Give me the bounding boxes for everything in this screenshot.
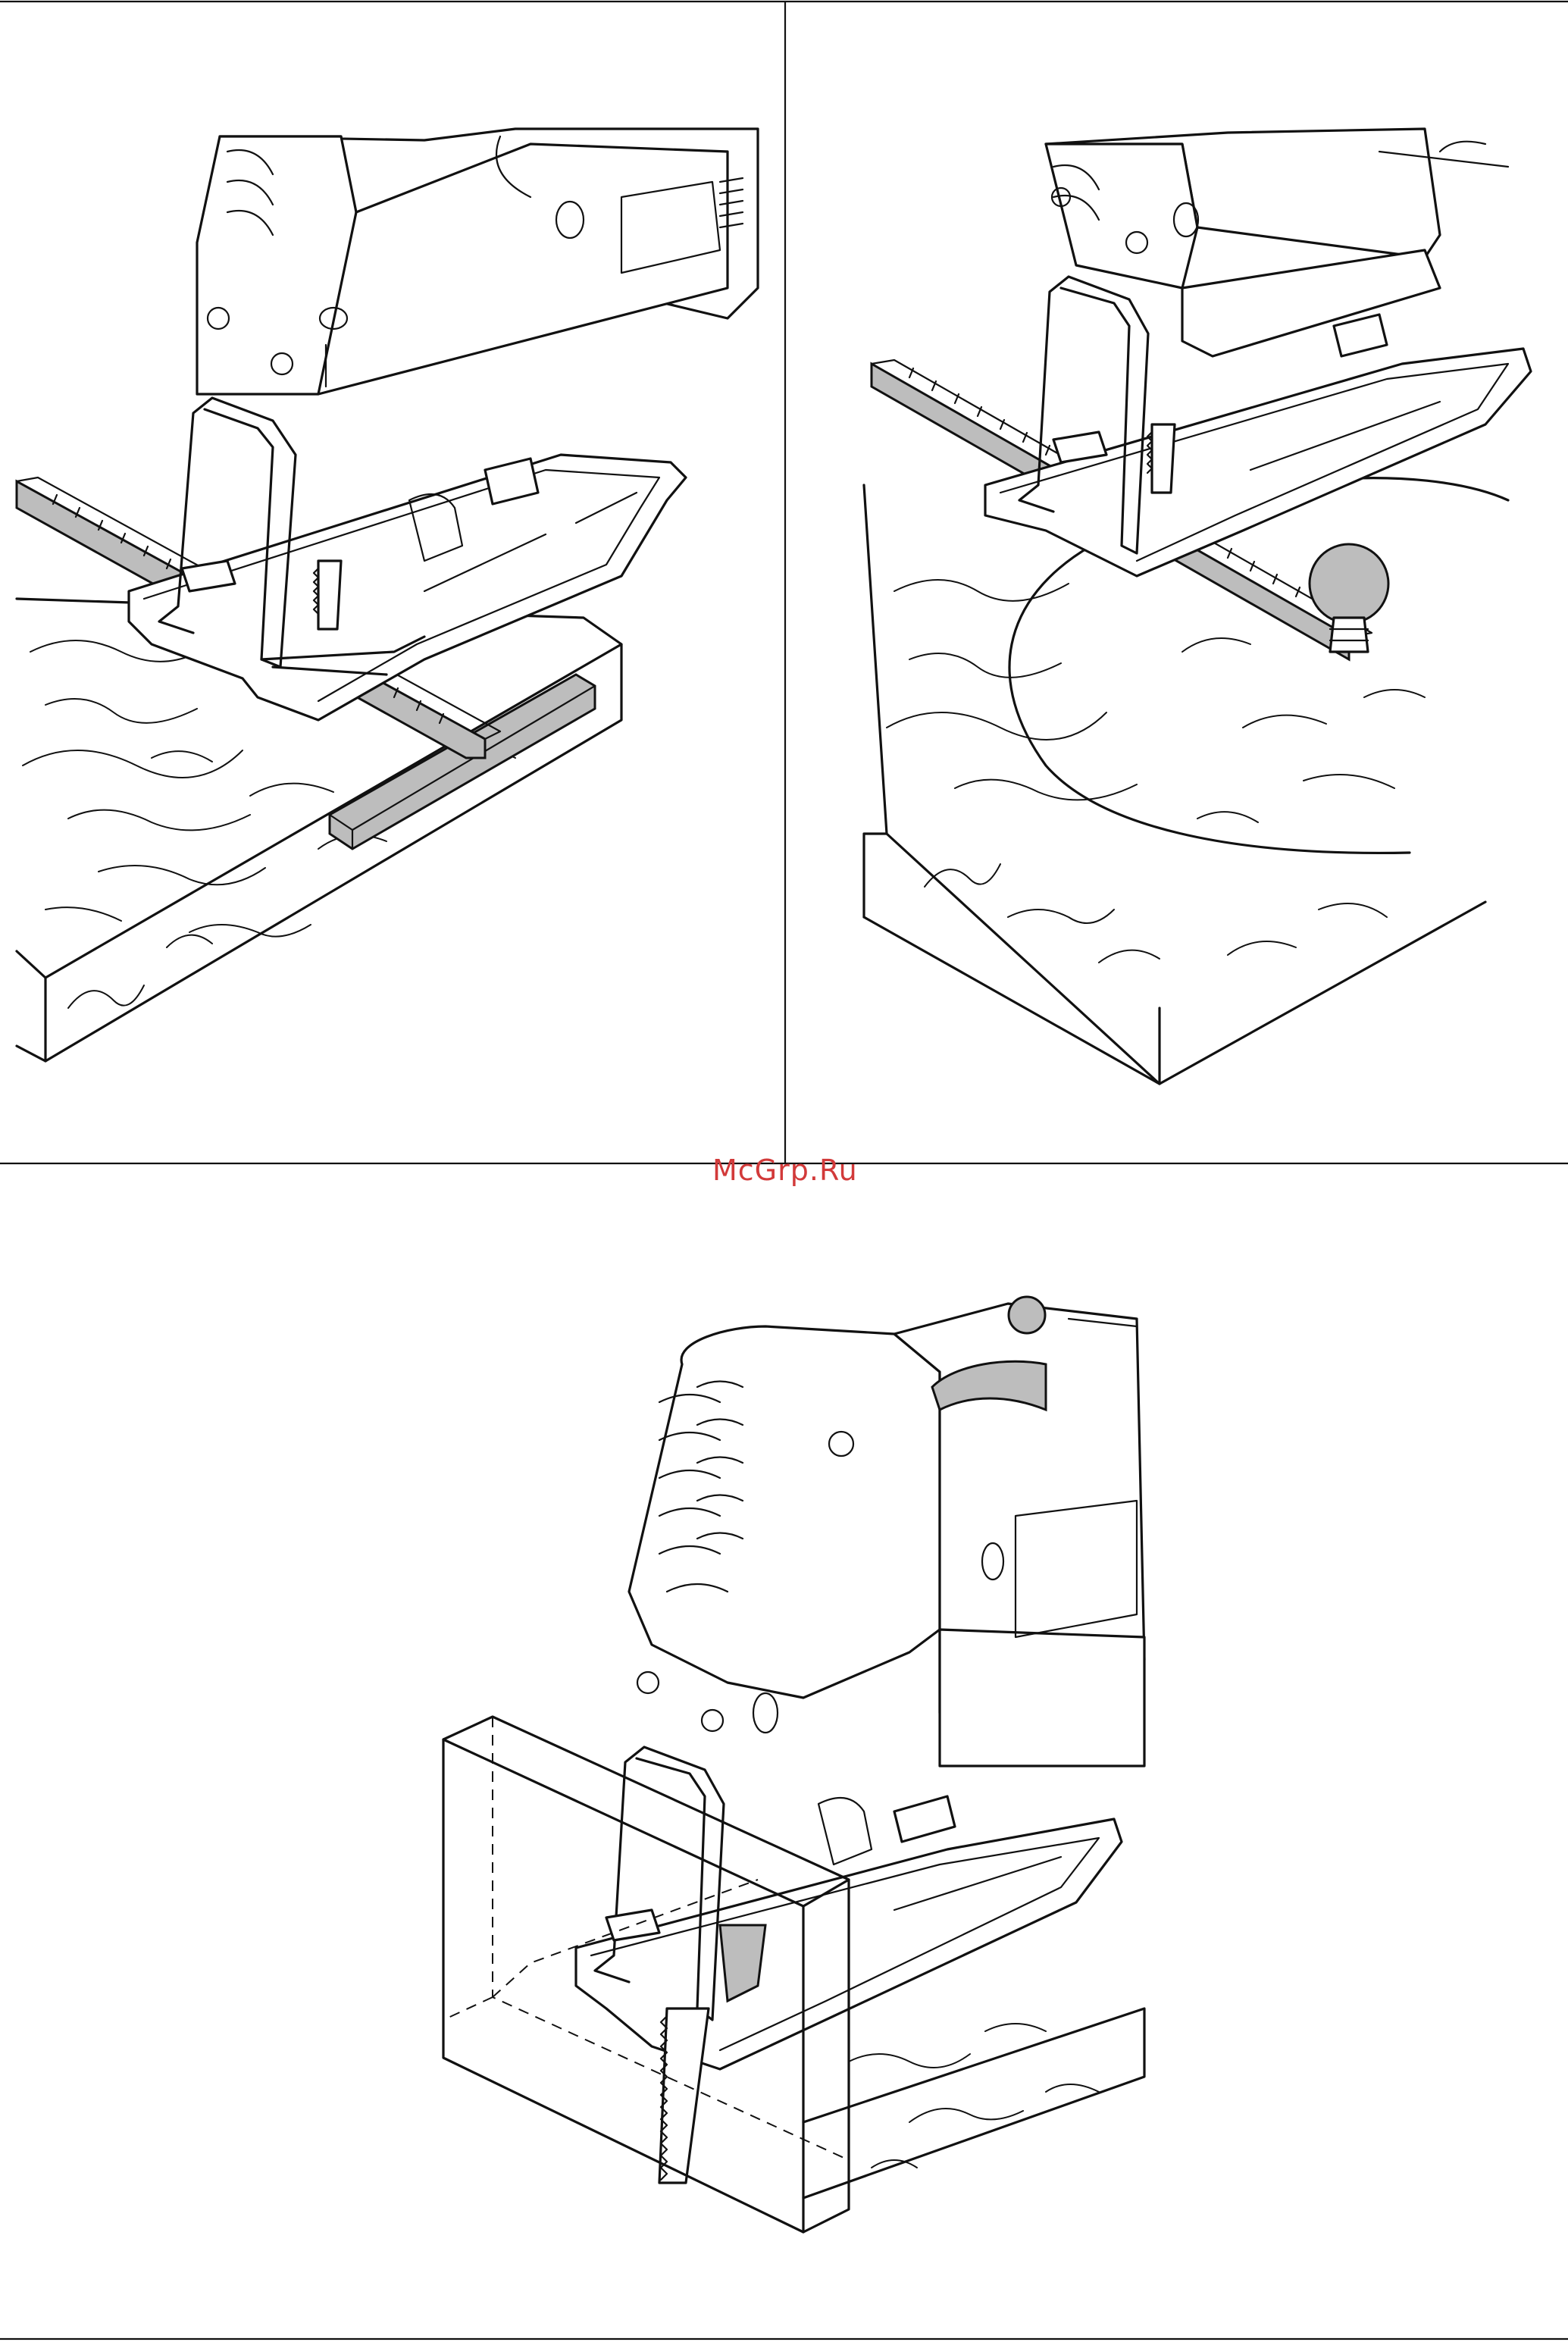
wood-board-3 <box>803 2009 1144 2198</box>
jigsaw-blade-2 <box>1147 424 1175 493</box>
jigsaw-housing-3 <box>629 1297 1144 1766</box>
wood-board-2 <box>864 485 1485 1084</box>
jigsaw-housing <box>197 129 758 394</box>
jigsaw-housing-2 <box>1046 129 1508 356</box>
watermark-text: McGrp.Ru <box>712 1154 858 1187</box>
panel-circle-guide <box>864 129 1531 1084</box>
panel-splinter-guard <box>443 1297 1144 2232</box>
jigsaw-blade <box>314 561 341 629</box>
panel-parallel-guide <box>17 129 758 1061</box>
